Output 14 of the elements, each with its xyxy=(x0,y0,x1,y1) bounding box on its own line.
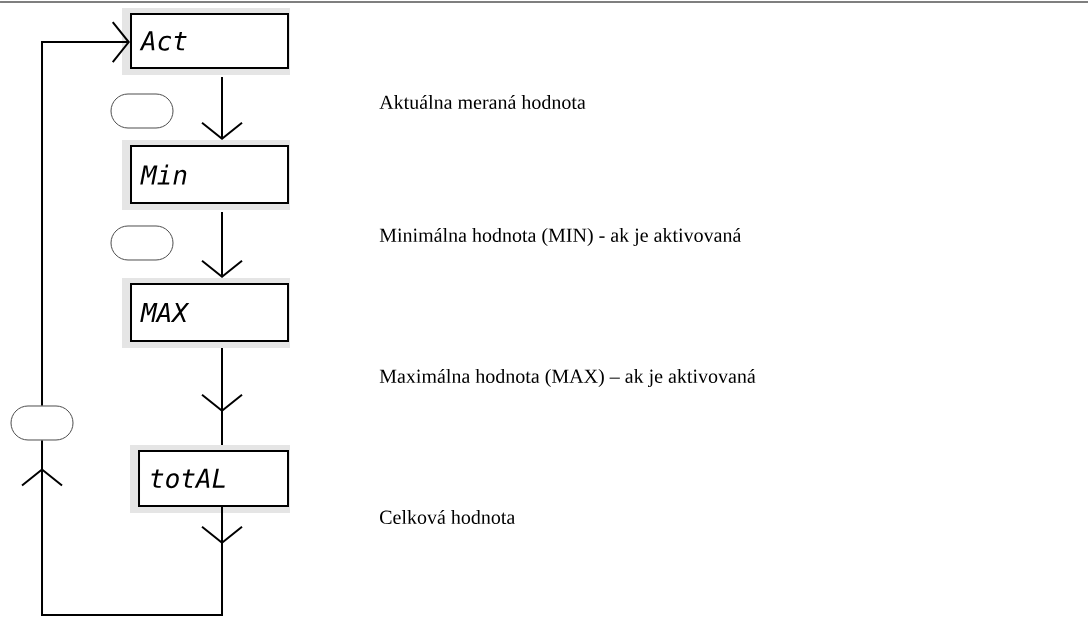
arrow xyxy=(201,259,243,278)
arrow xyxy=(41,21,130,407)
button-icon xyxy=(110,93,174,129)
description-text: Celková hodnota xyxy=(380,509,515,525)
description-text: Minimálna hodnota (MIN) - ak je aktivovaná xyxy=(379,227,742,247)
description-text: Maximálna hodnota (MAX) – ak je aktivovaná xyxy=(379,368,756,388)
arrow xyxy=(201,121,243,140)
button-icon xyxy=(110,225,174,261)
display-box: totAL xyxy=(130,445,290,513)
description-text: Aktuálna meraná hodnota xyxy=(379,94,586,110)
display-box: MAX xyxy=(122,278,290,348)
display-box: Act xyxy=(122,8,290,75)
display-box: Min xyxy=(122,140,290,210)
button-icon xyxy=(10,405,74,441)
